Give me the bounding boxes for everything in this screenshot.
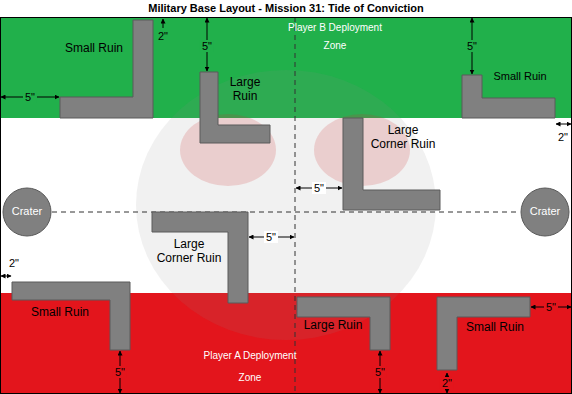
ruin: Small Ruin	[55, 20, 155, 118]
ruin-shape	[200, 72, 270, 143]
ruin: Large Ruin	[198, 72, 272, 144]
ruin-shape	[152, 212, 248, 303]
ruin: Small Ruin	[10, 280, 132, 352]
ruin-label: Large Ruin	[299, 319, 367, 333]
ruin: Small Ruin	[435, 295, 532, 372]
ruin-shape	[12, 282, 130, 350]
dimension-arrow	[163, 19, 164, 28]
dimension-label: 5"	[312, 182, 326, 194]
ruin: Large Corner Ruin	[150, 210, 250, 303]
dimension-label: 5"	[200, 40, 214, 52]
ruin: Large Ruin	[295, 295, 392, 352]
dimension-label: 2"	[7, 257, 21, 269]
dimension-arrows	[1, 18, 571, 393]
crater-label: Crater	[520, 205, 570, 218]
ruin-label: Large Ruin	[220, 76, 270, 104]
ruin: Small Ruin	[460, 68, 557, 118]
crater-shape	[521, 188, 569, 236]
dimension-label: 2"	[440, 377, 454, 389]
title-text: Military Base Layout - Mission 31: Tide …	[0, 1, 572, 15]
deployment-zone-label: Player B Deployment Zone	[285, 19, 385, 55]
ruin-label: Large Corner Ruin	[154, 238, 224, 266]
ruin-label: Small Ruin	[485, 70, 555, 83]
dimension-label: 5"	[264, 231, 278, 243]
dimension-label: 5"	[113, 366, 127, 378]
dimension-arrow	[556, 124, 571, 125]
map-border	[1, 18, 572, 394]
dimension-label: 2"	[156, 30, 170, 42]
map-title: Military Base Layout - Mission 31: Tide …	[0, 1, 572, 15]
dimension-label: 5"	[465, 40, 479, 52]
center-line	[295, 17, 296, 394]
crater-label: Crater	[2, 205, 52, 218]
ruin: Large Corner Ruin	[341, 118, 442, 211]
crater: Crater	[2, 187, 52, 237]
crater-shape	[3, 188, 51, 236]
deployment-zone: Player A Deployment Zone Large Ruin Small …	[0, 293, 572, 394]
dimension-label: 2"	[556, 131, 570, 143]
dimension-arrow	[1, 276, 11, 277]
ruin-shape	[343, 118, 440, 210]
ruin-shape	[437, 297, 530, 370]
ruin-label: Small Ruin	[16, 306, 104, 320]
ruin-label: Large Corner Ruin	[369, 124, 437, 152]
ruin-shape	[60, 20, 153, 118]
center-line	[52, 212, 520, 213]
deployment-zone-label: Player A Deployment Zone	[200, 345, 300, 389]
crater: Crater	[520, 187, 570, 237]
dimension-label: 5"	[373, 366, 387, 378]
ruin-label: Small Ruin	[60, 42, 128, 56]
ruin-label: Small Ruin	[461, 321, 529, 335]
deployment-zone: Player B Deployment ZoneSmall RuinSmall …	[0, 17, 572, 118]
dimension-label: 5"	[23, 91, 37, 103]
ruin-outline	[55, 20, 155, 118]
ruin-shape	[297, 297, 390, 350]
dimension-label: 5"	[544, 301, 558, 313]
